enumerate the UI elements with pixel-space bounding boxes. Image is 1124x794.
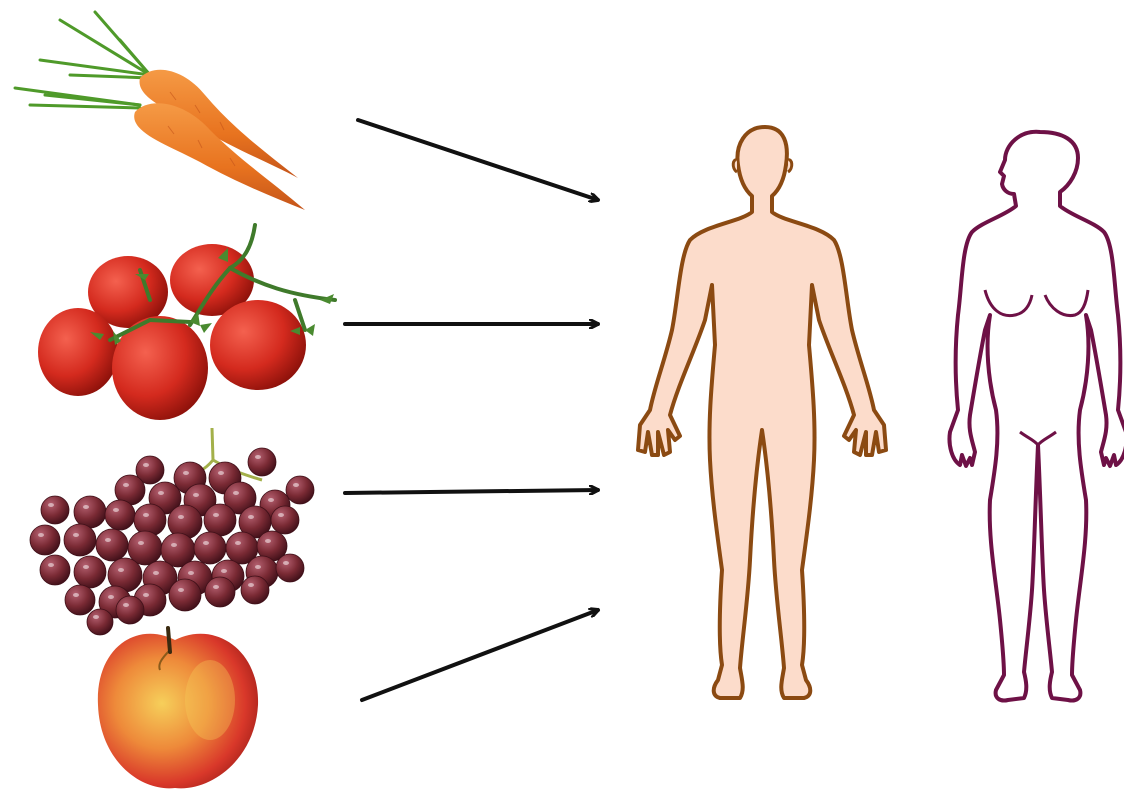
grape-highlight <box>178 515 184 519</box>
grape-highlight <box>38 533 44 537</box>
grapes-icon <box>30 428 314 635</box>
grape-highlight <box>143 513 149 517</box>
grape-highlight <box>93 615 99 619</box>
arrow-grapes <box>345 490 598 493</box>
male-body-figure <box>638 127 886 698</box>
grape-highlight <box>193 493 199 497</box>
grape <box>169 579 201 611</box>
arrow-apple <box>362 610 598 700</box>
grape-highlight <box>293 483 299 487</box>
grape-highlight <box>268 498 274 502</box>
grape <box>204 504 236 536</box>
grape-highlight <box>123 603 129 607</box>
grape-highlight <box>248 515 254 519</box>
grape-highlight <box>283 561 289 565</box>
grape-highlight <box>183 471 189 475</box>
grape-highlight <box>218 471 224 475</box>
female-body-figure <box>949 132 1124 701</box>
grape <box>40 555 70 585</box>
grape <box>194 532 226 564</box>
grape <box>276 554 304 582</box>
grape-highlight <box>48 563 54 567</box>
grape-highlight <box>213 513 219 517</box>
grape <box>116 596 144 624</box>
grape-highlight <box>153 571 159 575</box>
grape <box>248 448 276 476</box>
grape-highlight <box>188 571 194 575</box>
grape <box>65 585 95 615</box>
grape-highlight <box>158 491 164 495</box>
apple-icon <box>98 628 258 788</box>
grape-highlight <box>255 565 261 569</box>
grape-highlight <box>143 463 149 467</box>
arrow-carrot <box>358 120 598 200</box>
grape <box>205 577 235 607</box>
grape <box>30 525 60 555</box>
grape-highlight <box>235 541 241 545</box>
grape-highlight <box>171 543 177 547</box>
grape-highlight <box>73 593 79 597</box>
carrot-icon <box>15 12 305 210</box>
grape <box>271 506 299 534</box>
grape-highlight <box>248 583 254 587</box>
grape-highlight <box>108 595 114 599</box>
grape-highlight <box>178 588 184 592</box>
tomato-icon <box>38 225 335 420</box>
grape <box>87 609 113 635</box>
grape-highlight <box>255 455 261 459</box>
grape-highlight <box>143 593 149 597</box>
grape <box>74 496 106 528</box>
grape-highlight <box>73 533 79 537</box>
grape-highlight <box>118 568 124 572</box>
grape-highlight <box>83 565 89 569</box>
grape <box>241 576 269 604</box>
grape <box>41 496 69 524</box>
grape-highlight <box>278 513 284 517</box>
grape <box>64 524 96 556</box>
grape-highlight <box>83 505 89 509</box>
grape-highlight <box>221 569 227 573</box>
grape-highlight <box>138 541 144 545</box>
grape-highlight <box>48 503 54 507</box>
grape-highlight <box>203 541 209 545</box>
grape <box>96 529 128 561</box>
grape <box>286 476 314 504</box>
grape-highlight <box>265 539 271 543</box>
grape-highlight <box>233 491 239 495</box>
grape-highlight <box>123 483 129 487</box>
grape-highlight <box>105 538 111 542</box>
grape <box>134 504 166 536</box>
grape <box>105 500 135 530</box>
grape-highlight <box>213 585 219 589</box>
grape-highlight <box>113 508 119 512</box>
grape <box>74 556 106 588</box>
